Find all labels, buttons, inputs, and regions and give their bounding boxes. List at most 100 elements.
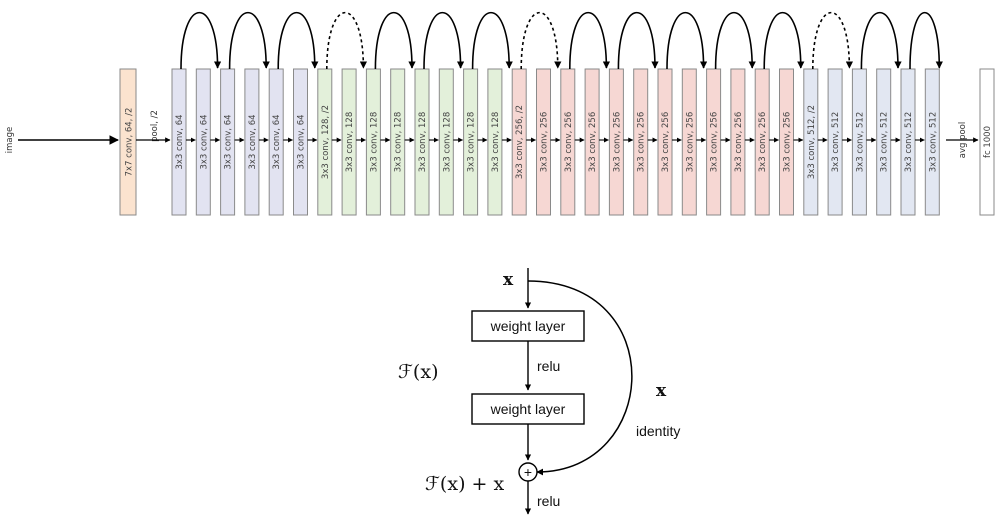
skip-connection-arc xyxy=(277,11,319,70)
skip-connection-arc xyxy=(423,11,465,70)
conv-block xyxy=(803,68,819,216)
conv-block xyxy=(827,68,843,216)
conv-block-label: 3x3 conv, 128 xyxy=(345,112,355,172)
residual-input-x: x xyxy=(503,270,514,290)
conv-block xyxy=(730,68,746,216)
skip-connection-arc xyxy=(471,11,513,70)
pool-label: pool, /2 xyxy=(150,110,160,142)
skip-connection-arc xyxy=(909,11,943,70)
conv-block xyxy=(463,68,479,216)
skip-connection-arc xyxy=(714,11,756,70)
conv-block xyxy=(365,68,381,216)
conv-block xyxy=(220,68,236,216)
conv-block-label: 3x3 conv, 128, /2 xyxy=(321,105,331,179)
conv-block xyxy=(244,68,260,216)
conv-block xyxy=(706,68,722,216)
stem-conv-block xyxy=(119,68,137,216)
conv-block-label: 3x3 conv, 256 xyxy=(540,112,550,172)
conv-block xyxy=(608,68,624,216)
conv-block-label: 3x3 conv, 64 xyxy=(199,114,209,169)
conv-block-label: 3x3 conv, 256 xyxy=(564,112,574,172)
conv-block xyxy=(438,68,454,216)
conv-block-label: 3x3 conv, 512 xyxy=(831,112,841,172)
conv-block-label: 3x3 conv, 128 xyxy=(467,112,477,172)
skip-connection-arc xyxy=(228,11,270,70)
conv-block xyxy=(268,68,284,216)
conv-block-label: 3x3 conv, 512 xyxy=(928,112,938,172)
conv-block xyxy=(633,68,649,216)
conv-block-label: 3x3 conv, 64 xyxy=(297,114,307,169)
fc-block xyxy=(979,68,995,216)
conv-block-label: 3x3 conv, 512 xyxy=(904,112,914,172)
conv-block xyxy=(560,68,576,216)
conv-block xyxy=(341,68,357,216)
conv-block-label: 3x3 conv, 64 xyxy=(272,114,282,169)
conv-blocks: 3x3 conv, 64 3x3 conv, 64 3x3 conv, 64 3x3 … xyxy=(171,68,940,216)
conv-block-label: 3x3 conv, 128 xyxy=(418,112,428,172)
identity-label: identity xyxy=(636,423,680,439)
conv-block xyxy=(779,68,794,216)
plus-symbol: + xyxy=(524,464,532,480)
skip-connection-arc xyxy=(374,11,416,70)
conv-block-label: 3x3 conv, 128 xyxy=(394,112,404,172)
conv-block xyxy=(317,68,333,216)
skip-connection-arc xyxy=(326,11,367,70)
conv-block-label: 3x3 conv, 512 xyxy=(880,112,890,172)
conv-block xyxy=(414,68,430,216)
conv-block-label: 3x3 conv, 256 xyxy=(783,112,793,172)
skip-connection-arc xyxy=(812,11,853,70)
skip-connection-arc xyxy=(180,11,222,70)
skip-connection-arc xyxy=(520,11,562,70)
conv-block-label: 3x3 conv, 512 xyxy=(855,112,865,172)
conv-block xyxy=(511,68,527,216)
weight-layer-2-label: weight layer xyxy=(490,401,566,417)
conv-block-label: 3x3 conv, 256 xyxy=(734,112,744,172)
conv-block-label: 3x3 conv, 64 xyxy=(248,114,258,169)
fx-label: ℱ(x) xyxy=(398,361,438,383)
conv-block xyxy=(390,68,406,216)
skip-connection-arc xyxy=(763,11,805,70)
conv-block xyxy=(876,68,892,216)
skip-connection-arc xyxy=(860,11,902,70)
conv-block-label: 3x3 conv, 128 xyxy=(442,112,452,172)
skip-connection-arc xyxy=(569,11,610,70)
conv-block xyxy=(900,68,916,216)
skip-connection-arc xyxy=(666,11,708,70)
sum-label: ℱ(x) + x xyxy=(425,473,504,495)
conv-block xyxy=(851,68,867,216)
fc-label: fc 1000 xyxy=(983,126,993,158)
skip-connections xyxy=(180,11,943,70)
identity-skip-arc xyxy=(527,280,633,476)
conv-block-label: 3x3 conv, 256 xyxy=(685,112,695,172)
conv-block-label: 3x3 conv, 256 xyxy=(588,112,598,172)
conv-block-label: 3x3 conv, 256 xyxy=(612,112,622,172)
conv-block xyxy=(681,68,697,216)
conv-block-label: 3x3 conv, 256 xyxy=(661,112,671,172)
conv-block xyxy=(754,68,770,216)
identity-x-label: x xyxy=(656,381,667,401)
relu1-label: relu xyxy=(537,358,560,374)
conv-block-label: 3x3 conv, 512, /2 xyxy=(807,105,817,179)
conv-block xyxy=(536,68,551,216)
weight-layer-1-label: weight layer xyxy=(490,318,566,334)
conv-block-label: 3x3 conv, 128 xyxy=(369,112,379,172)
conv-block-label: 3x3 conv, 256 xyxy=(710,112,720,172)
conv-block-label: 3x3 conv, 64 xyxy=(175,114,185,169)
conv-block xyxy=(924,68,940,216)
conv-block xyxy=(293,68,308,216)
stem-conv-label: 7x7 conv, 64, /2 xyxy=(125,108,135,177)
weight-layer-2 xyxy=(471,393,585,425)
conv-block xyxy=(657,68,673,216)
skip-connection-arc xyxy=(617,11,659,70)
input-label: image xyxy=(5,127,15,153)
conv-block-label: 3x3 conv, 128 xyxy=(491,112,501,172)
residual-block: x weight layer relu ℱ(x) weight layer x … xyxy=(398,268,680,515)
conv-block-label: 3x3 conv, 256 xyxy=(637,112,647,172)
resnet-34-network: image 7x7 conv, 64, /2 pool, /2 3x3 conv… xyxy=(5,11,995,216)
conv-block xyxy=(584,68,600,216)
conv-block xyxy=(195,68,211,216)
weight-layer-1 xyxy=(471,310,585,342)
relu2-label: relu xyxy=(537,493,560,509)
conv-block xyxy=(171,68,187,216)
